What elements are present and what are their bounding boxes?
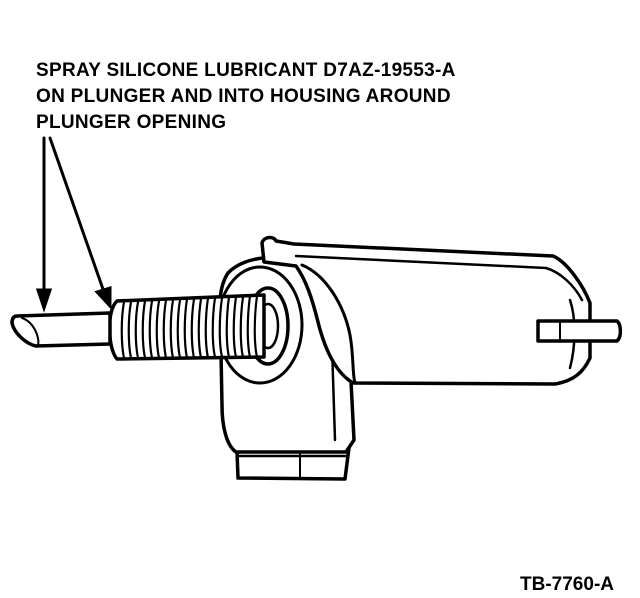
spring-coils bbox=[120, 294, 259, 360]
arrowhead-plunger bbox=[35, 288, 53, 313]
callout-line-2: ON PLUNGER AND INTO HOUSING AROUND bbox=[36, 86, 451, 107]
plunger-rod bbox=[10, 311, 112, 348]
callout-line-1: SPRAY SILICONE LUBRICANT D7AZ-19553-A bbox=[36, 60, 456, 81]
leader-arrows bbox=[35, 136, 112, 313]
arrowhead-opening bbox=[94, 285, 112, 310]
solenoid-housing bbox=[260, 235, 592, 386]
leader-line-opening bbox=[48, 136, 106, 294]
end-pin bbox=[536, 319, 623, 343]
figure-id: TB-7760-A bbox=[520, 574, 614, 595]
callout-line-3: PLUNGER OPENING bbox=[36, 112, 227, 133]
lubrication-callout: SPRAY SILICONE LUBRICANT D7AZ-19553-A ON… bbox=[36, 58, 456, 136]
